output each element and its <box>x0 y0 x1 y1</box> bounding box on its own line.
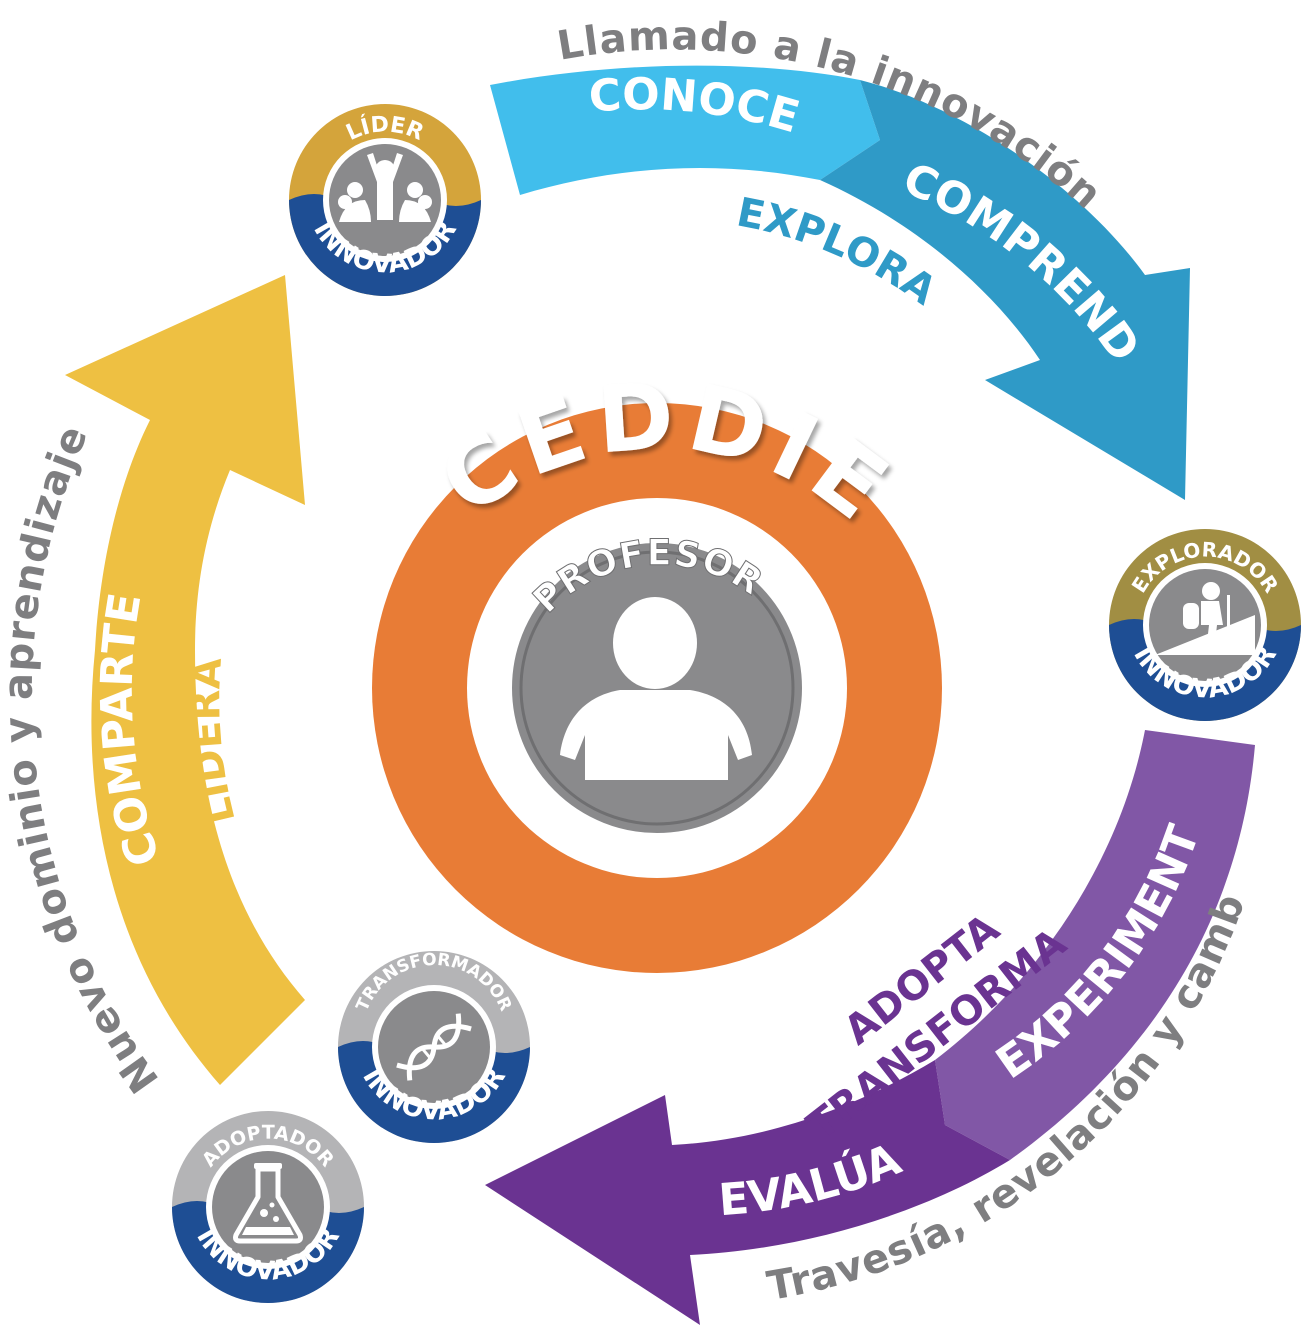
center-emblem: PROFESOR CEDDIE <box>372 362 942 973</box>
dna-icon <box>396 1013 472 1081</box>
top-arrow <box>490 65 1190 500</box>
experimenta-segment <box>935 730 1255 1160</box>
comparte-segment <box>65 275 305 1085</box>
hiker-icon <box>1155 582 1255 655</box>
badge-transformador: TRANSFORMADOR INNOVADOR <box>332 945 536 1149</box>
left-arrow <box>65 275 305 1085</box>
comprende-segment <box>820 80 1190 500</box>
profesor-disc-ring <box>519 550 795 826</box>
badge-explorador: EXPLORADOR INNOVADOR <box>1103 523 1307 727</box>
badge-lider: LÍDER INNOVADOR <box>283 98 487 302</box>
group-leader-icon <box>338 153 432 222</box>
evalua-segment <box>485 1060 1010 1325</box>
badge-adoptador: ADOPTADOR INNOVADOR <box>166 1105 370 1309</box>
person-icon <box>560 597 752 780</box>
bottom-arrow <box>485 730 1255 1325</box>
flask-icon <box>233 1163 303 1244</box>
conoce-segment <box>490 65 880 195</box>
